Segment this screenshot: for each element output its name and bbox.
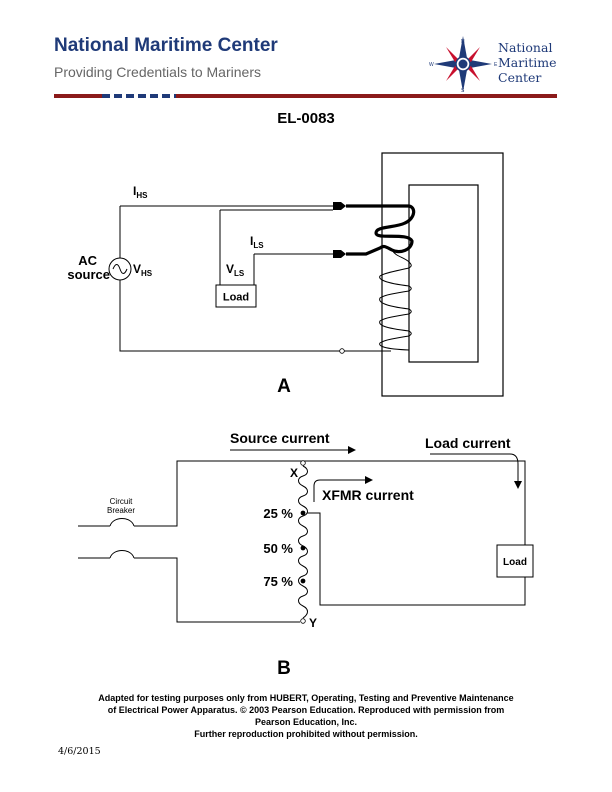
copyright-line: Further reproduction prohibited without … <box>194 729 418 739</box>
tap-50-dot <box>300 545 306 551</box>
lv-circuit-wire <box>219 209 333 286</box>
tap-75-dot <box>300 578 306 584</box>
transformer-core-window <box>408 184 479 363</box>
header-rule <box>54 94 557 98</box>
load-label-a: Load <box>223 292 249 304</box>
tap-75-label: 75 % <box>263 574 293 589</box>
tap-25-label: 25 % <box>263 506 293 521</box>
logo-line: Maritime <box>498 55 557 70</box>
diagram-b: Load Source current Load current XFMR cu… <box>78 430 534 679</box>
org-tagline: Providing Credentials to Mariners <box>54 64 261 80</box>
document-date: 4/6/2015 <box>58 746 101 757</box>
tap-50-label: 50 % <box>263 541 293 556</box>
source-current-label: Source current <box>230 430 330 446</box>
copyright-line: Adapted for testing purposes only from H… <box>98 693 514 703</box>
caption-a: A <box>277 376 291 397</box>
svg-text:W: W <box>429 62 434 68</box>
logo-wordmark: National Maritime Center <box>498 40 557 85</box>
logo-line: National <box>498 40 553 55</box>
load-current-arrow <box>430 453 522 489</box>
terminal-hv <box>333 202 346 210</box>
load-current-label: Load current <box>425 435 511 451</box>
caption-b: B <box>277 658 291 679</box>
svg-text:E: E <box>494 62 498 68</box>
hv-winding <box>379 249 412 351</box>
autotransformer-coil <box>298 465 308 619</box>
tap-y-label: Y <box>309 616 317 630</box>
load-box-a <box>215 284 257 308</box>
copyright-line: of Electrical Power Apparatus. © 2003 Pe… <box>107 705 505 715</box>
compass-rose-seal-icon: N W E S <box>429 36 498 94</box>
ils-label: ILS <box>250 234 264 250</box>
org-name: National Maritime Center <box>54 35 278 56</box>
transformer-core-outer <box>381 152 504 397</box>
xfmr-current-arrow <box>313 476 373 502</box>
document-code: EL-0083 <box>277 110 335 127</box>
hv-circuit-wire <box>119 205 391 352</box>
load-label-b: Load <box>503 557 527 568</box>
lv-winding <box>346 204 416 256</box>
tap-x-label: X <box>290 466 298 480</box>
load-box-b <box>496 544 534 578</box>
copyright-notice: Adapted for testing purposes only from H… <box>60 692 552 740</box>
copyright-line: Pearson Education, Inc. <box>254 717 358 727</box>
vhs-label: VHS <box>133 262 153 278</box>
xfmr-current-label: XFMR current <box>322 487 414 503</box>
vls-label: VLS <box>226 262 245 278</box>
terminal-lv <box>333 250 346 258</box>
svg-text:S: S <box>461 88 465 94</box>
circuit-breaker-icon <box>109 518 135 527</box>
circuit-b-wire <box>78 460 526 623</box>
logo-line: Center <box>498 70 542 85</box>
nmc-logo: N W E S <box>428 34 568 94</box>
ihs-label: IHS <box>133 184 148 200</box>
tap-25-dot <box>300 510 306 516</box>
svg-text:N: N <box>461 39 465 45</box>
